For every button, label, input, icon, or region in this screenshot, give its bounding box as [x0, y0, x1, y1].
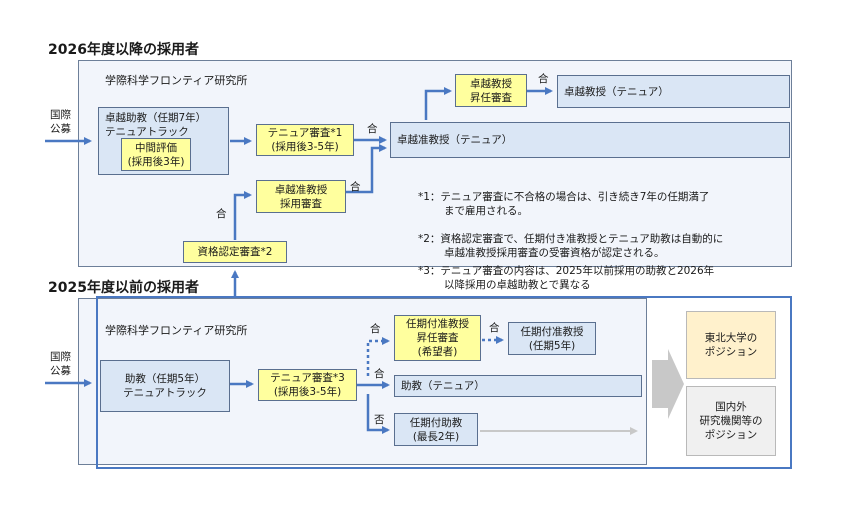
note-2: *2：資格認定審査で、任期付き准教授とテニュア助教は自動的に 卓越准教授採用審査…	[418, 233, 724, 259]
fail-label: 否	[374, 414, 385, 426]
pass-label-fixed-assoc: 合	[489, 322, 500, 334]
tohoku-position-box: 東北大学の ポジション	[686, 311, 776, 379]
tenure-review-1-box: テニュア審査*1 (採用後3-5年)	[256, 124, 354, 156]
bottom-highlight-frame	[96, 296, 792, 469]
excellent-prof-tenure-box: 卓越教授（テニュア）	[557, 75, 790, 108]
pass-label-tenure1: 合	[367, 123, 378, 135]
fixed-ap-box: 任期付助教 (最長2年)	[394, 413, 478, 446]
qualification-review-box: 資格認定審査*2	[183, 241, 287, 263]
pass-label-promo: 合	[538, 73, 549, 85]
pass-label-ap-tenure: 合	[374, 368, 385, 380]
section-title-2025: 2025年度以前の採用者	[48, 280, 199, 296]
top-recruit-label: 国際公募	[50, 109, 71, 135]
pass-label-assoc-hire: 合	[350, 181, 361, 193]
tenure-review-3-box: テニュア審査*3 (採用後3-5年)	[258, 369, 357, 401]
ap-tenure-box: 助教（テニュア）	[394, 375, 642, 397]
midterm-review-box: 中間評価 (採用後3年)	[121, 138, 191, 171]
excellent-prof-promo-review-box: 卓越教授 昇任審査	[455, 74, 527, 107]
bottom-recruit-label: 国際公募	[50, 351, 71, 377]
top-institute-label: 学際科学フロンティア研究所	[105, 74, 248, 87]
external-position-box: 国内外 研究機関等の ポジション	[686, 386, 776, 456]
fixed-assoc-promo-review-box: 任期付准教授 昇任審査 (希望者)	[394, 315, 481, 361]
excellent-assoc-hire-review-box: 卓越准教授 採用審査	[256, 180, 346, 213]
section-title-2026: 2026年度以降の採用者	[48, 42, 199, 58]
excellent-assoc-tenure-box: 卓越准教授（テニュア）	[390, 122, 790, 158]
bottom-institute-label: 学際科学フロンティア研究所	[105, 324, 248, 337]
fixed-assoc-box: 任期付准教授 (任期5年)	[508, 322, 596, 355]
note-1: *1：テニュア審査に不合格の場合は、引き続き7年の任期満了 まで雇用される。	[418, 191, 710, 217]
pass-label-qualification: 合	[216, 208, 227, 220]
ap-tenure-track-box: 助教（任期5年） テニュアトラック	[100, 360, 230, 412]
pass-label-fixed-assoc-review: 合	[370, 323, 381, 335]
note-3: *3：テニュア審査の内容は、2025年以前採用の助教と2026年 以降採用の卓越…	[418, 265, 715, 291]
